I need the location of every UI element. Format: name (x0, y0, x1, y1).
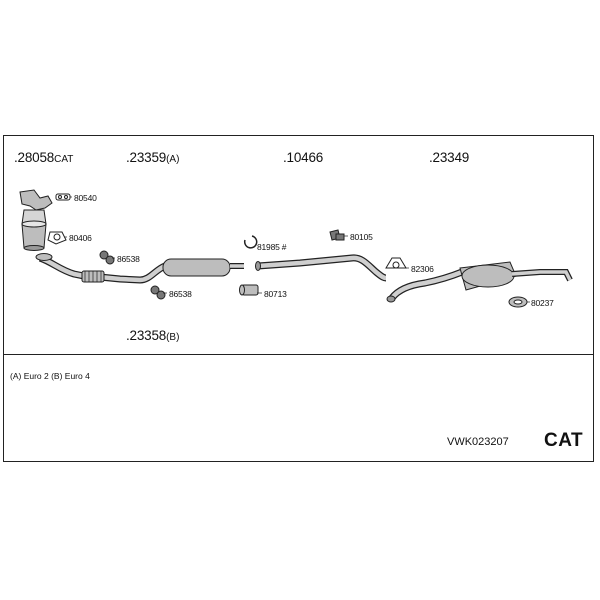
rear-silencer-23349 (387, 262, 570, 302)
part-number-86538-lower: 86538 (169, 289, 192, 299)
catalytic-converter-28058 (20, 190, 52, 251)
clamp-81985-icon (245, 236, 257, 248)
group-number: .23358 (126, 328, 167, 343)
gasket-80540-icon (56, 194, 70, 200)
clamp-80713-icon (240, 285, 259, 295)
intermediate-pipe-10466 (256, 258, 387, 278)
group-number: .23349 (429, 150, 470, 165)
variant-legend: (A) Euro 2 (B) Euro 4 (10, 371, 90, 381)
rubber-mount-86538-upper-icon (100, 251, 114, 264)
leader-lines (64, 197, 530, 302)
group-number: .28058 (14, 150, 55, 165)
group-label-23358: .23358(B) (126, 328, 179, 343)
diagram-frame (3, 135, 594, 462)
legend-divider (3, 354, 594, 355)
rubber-strip-80105-icon (330, 230, 344, 240)
group-label-28058: .28058CAT (14, 150, 73, 165)
group-label-10466: .10466 (283, 150, 323, 165)
group-suffix: CAT (54, 154, 74, 165)
rubber-mount-86538-lower-icon (151, 286, 165, 299)
part-number-80540: 80540 (74, 193, 97, 203)
part-number-80713: 80713 (264, 289, 287, 299)
group-number: .10466 (283, 150, 324, 165)
group-label-23359: .23359(A) (126, 150, 179, 165)
part-number-80105: 80105 (350, 232, 373, 242)
rubber-ring-82306-icon (386, 258, 406, 268)
part-number-81985: 81985 # (257, 242, 287, 252)
gasket-80406-icon (48, 232, 66, 244)
group-suffix: (B) (166, 332, 180, 343)
group-number: .23359 (126, 150, 167, 165)
part-number-82306: 82306 (411, 264, 434, 274)
middle-silencer-23359 (162, 259, 244, 276)
front-pipe-23359 (36, 254, 165, 283)
part-number-80406: 80406 (69, 233, 92, 243)
group-label-23349: .23349 (429, 150, 469, 165)
kit-type: CAT (544, 430, 584, 451)
kit-code: VWK023207 (447, 436, 509, 448)
group-suffix: (A) (166, 154, 180, 165)
part-number-86538-upper: 86538 (117, 254, 140, 264)
bracket-80237-icon (509, 297, 527, 307)
part-number-80237: 80237 (531, 298, 554, 308)
